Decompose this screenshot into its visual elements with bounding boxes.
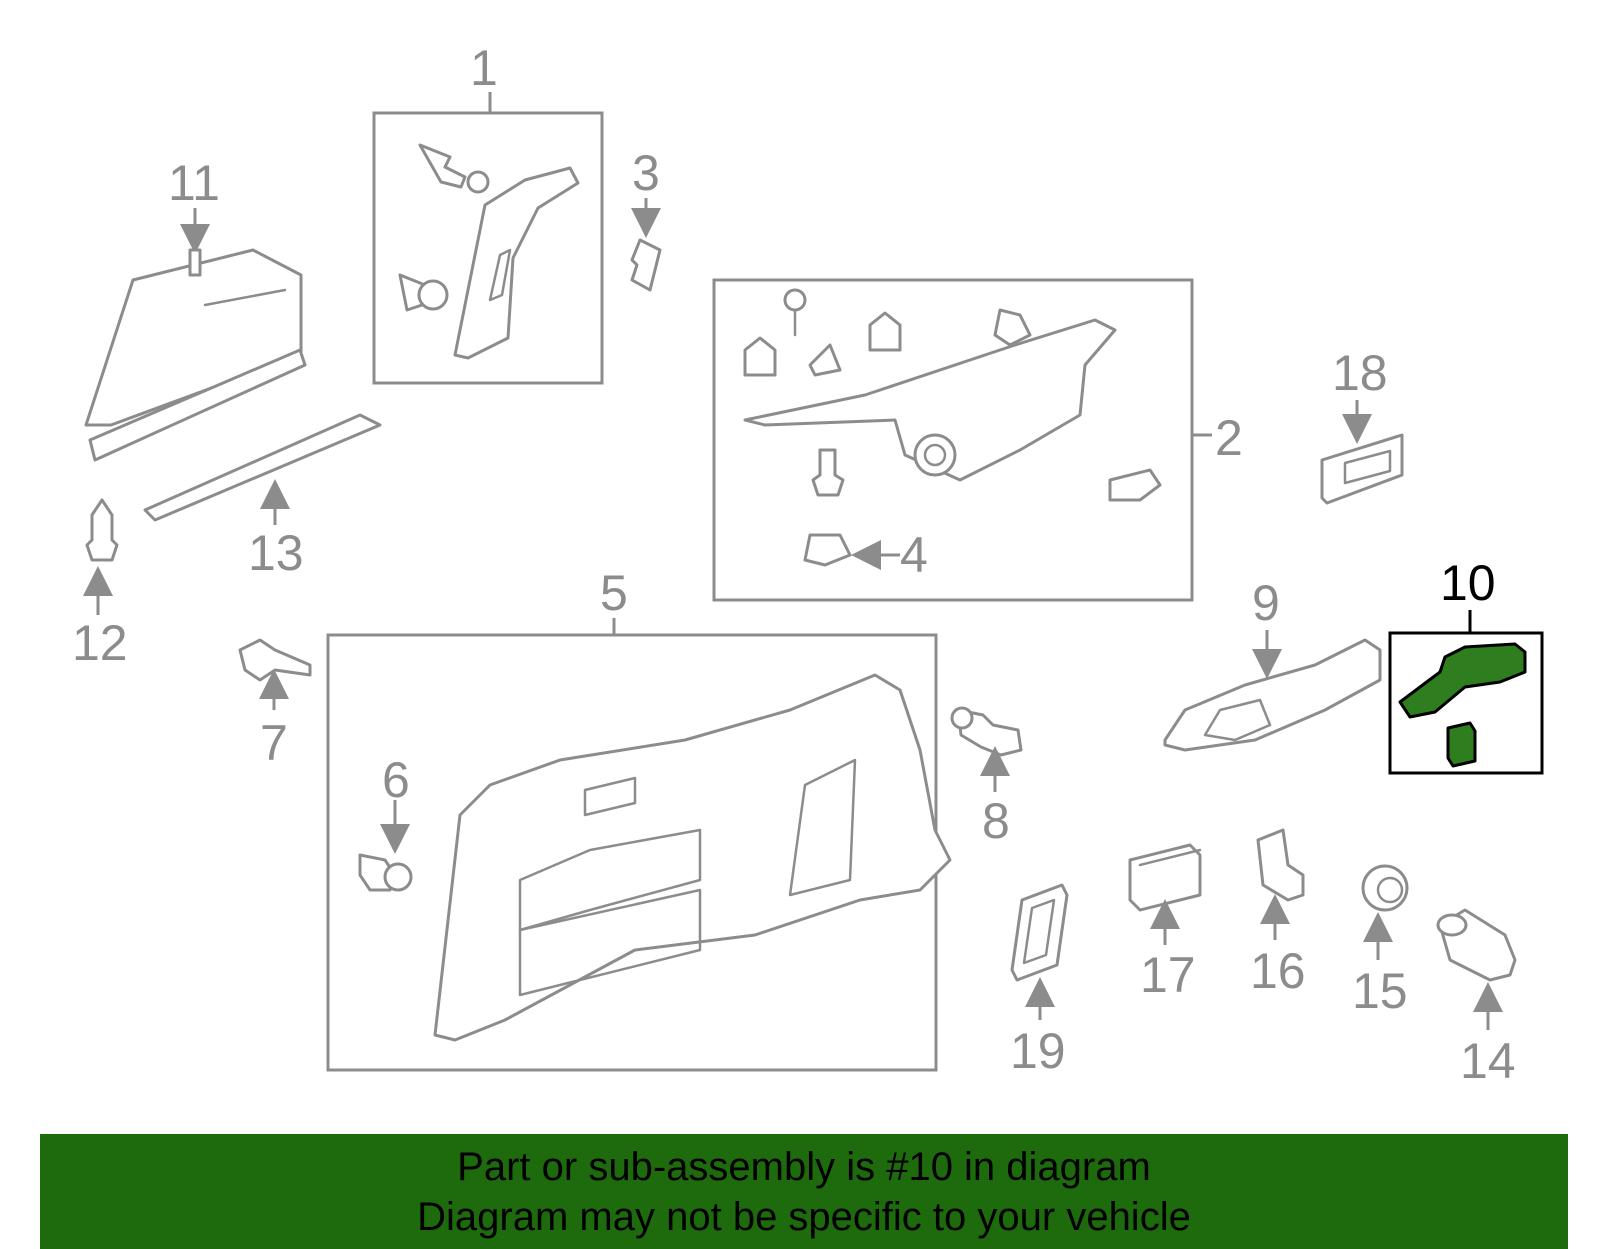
part-13-group[interactable]: 13 — [143, 413, 382, 581]
part-12-pin — [85, 498, 119, 562]
part-7-screw — [238, 638, 312, 682]
callout-6: 6 — [382, 752, 410, 808]
callout-15: 15 — [1352, 963, 1408, 1019]
part-15-grommet — [1361, 864, 1409, 912]
part-1-clip-a — [418, 143, 467, 189]
part-4-clip — [803, 533, 852, 567]
callout-19: 19 — [1010, 1023, 1066, 1079]
part-10-highlighted-part — [1398, 642, 1527, 719]
part-16-group[interactable]: 16 — [1250, 828, 1306, 999]
callout-4: 4 — [900, 527, 928, 583]
part-17-block — [1128, 843, 1202, 912]
part-9-group[interactable]: 9 — [1163, 575, 1382, 752]
part-13-strip — [143, 413, 382, 522]
part-1-box — [372, 111, 604, 385]
callout-5: 5 — [600, 565, 628, 621]
part-12-group[interactable]: 12 — [72, 498, 128, 671]
callout-12: 12 — [72, 615, 128, 671]
callout-2: 2 — [1215, 410, 1243, 466]
callout-16: 16 — [1250, 943, 1306, 999]
callout-7: 7 — [260, 715, 288, 771]
part-5-quarter-trim-panel — [433, 673, 952, 1042]
part-17-group[interactable]: 17 — [1128, 843, 1202, 1003]
callout-8: 8 — [982, 793, 1010, 849]
callout-11: 11 — [168, 155, 220, 211]
info-banner: Part or sub-assembly is #10 in diagram D… — [40, 1134, 1568, 1249]
banner-line-1: Part or sub-assembly is #10 in diagram — [457, 1145, 1151, 1189]
part-19-group[interactable]: 19 — [1010, 883, 1069, 1079]
part-8-group[interactable]: 8 — [950, 706, 1023, 849]
callout-18: 18 — [1332, 345, 1388, 401]
part-10-group[interactable]: 10 — [1388, 555, 1544, 775]
callout-10: 10 — [1440, 555, 1496, 611]
part-3-group[interactable]: 3 — [630, 145, 662, 292]
part-10-clip — [1446, 721, 1477, 768]
part-19-bezel — [1010, 883, 1069, 982]
part-11-group[interactable]: 11 — [84, 155, 307, 462]
part-8-clip — [956, 708, 1023, 757]
callout-3: 3 — [632, 145, 660, 201]
callout-1: 1 — [470, 40, 498, 96]
part-3-clip — [630, 238, 662, 292]
part-7-group[interactable]: 7 — [238, 638, 312, 771]
callout-17: 17 — [1140, 947, 1196, 1003]
part-16-clip — [1256, 828, 1305, 902]
part-9-handle-trim — [1163, 638, 1382, 752]
part-10-box — [1388, 631, 1544, 775]
callout-9: 9 — [1252, 575, 1280, 631]
part-2-group[interactable]: 2 4 — [712, 278, 1243, 602]
part-5-group[interactable]: 5 6 — [326, 565, 952, 1072]
part-18-group[interactable]: 18 — [1320, 345, 1404, 505]
banner-line-2: Diagram may not be specific to your vehi… — [417, 1195, 1191, 1239]
part-1-group[interactable]: 1 — [372, 40, 604, 385]
part-1-pillar-trim — [453, 166, 580, 360]
part-14-group[interactable]: 14 — [1436, 908, 1517, 1089]
callout-14: 14 — [1460, 1033, 1516, 1089]
callout-13: 13 — [248, 525, 304, 581]
part-2-bracket — [743, 318, 1117, 482]
part-15-group[interactable]: 15 — [1352, 864, 1409, 1019]
part-2-box — [712, 278, 1194, 602]
